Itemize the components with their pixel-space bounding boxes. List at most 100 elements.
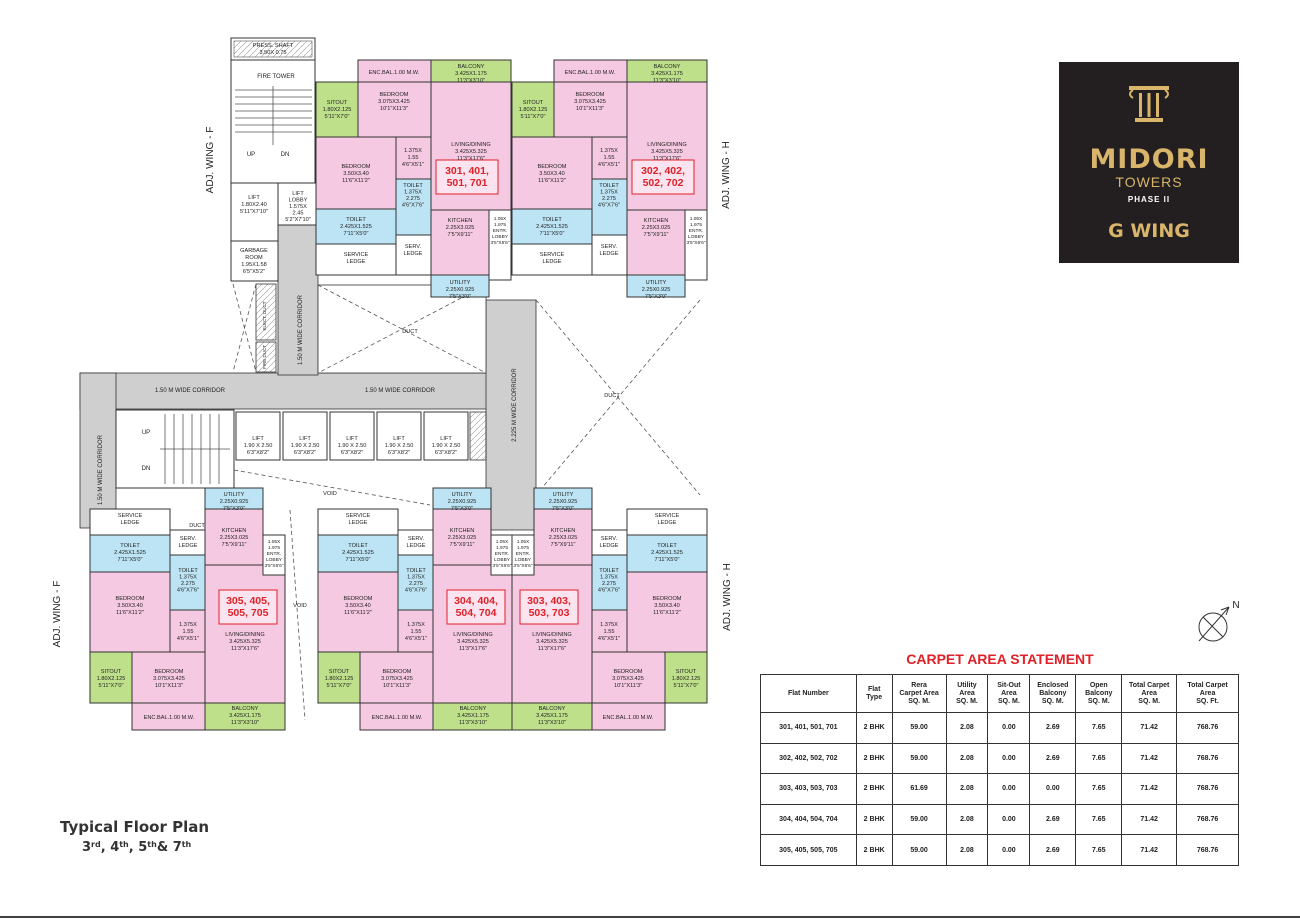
table-cell: 2.69 (1029, 742, 1077, 775)
stair-up-label: UP (142, 430, 150, 436)
table-header-cell: Flat Number (760, 674, 857, 713)
table-cell: 2.69 (1029, 712, 1077, 744)
bedroom-2 (317, 571, 399, 653)
table-cell: 301, 401, 501, 701 (760, 712, 857, 744)
table-cell: 768.76 (1176, 803, 1239, 836)
table-cell: 304, 404, 504, 704 (760, 803, 857, 836)
table-cell: 59.00 (891, 742, 947, 775)
table-cell: 2.08 (945, 803, 989, 836)
corridor-label: 2.225 M WIDE CORRIDOR (512, 368, 518, 442)
serv-ledge (591, 529, 628, 556)
adj-wing-label: ADJ. WING - H (722, 563, 733, 631)
table-cell: 71.42 (1121, 834, 1178, 866)
stair-up-label: UP (247, 152, 255, 158)
table-cell: 61.69 (891, 773, 947, 805)
service-ledge (317, 508, 399, 536)
void-label: VOID (323, 491, 337, 497)
bedroom-2 (315, 136, 397, 210)
utility (626, 274, 686, 298)
adj-wing-label: ADJ. WING - F (205, 127, 216, 194)
corridor-left (79, 372, 117, 529)
serv-ledge-label: SERV.LEDGE (407, 536, 426, 549)
toilet-1 (395, 178, 432, 236)
entrance-lobby (262, 534, 286, 576)
serv-ledge (397, 529, 434, 556)
void-label: VOID (293, 603, 307, 609)
duct-cross (535, 299, 701, 496)
fire-duct-label: FIRE DUCT (262, 345, 267, 369)
table-cell: 2.08 (945, 834, 989, 866)
passage (397, 609, 434, 653)
table-cell: 2 BHK (855, 742, 893, 775)
table-cell: 71.42 (1121, 742, 1178, 775)
serv-ledge (591, 234, 628, 276)
utility (204, 487, 264, 510)
floor-ordinal-suffix: th (181, 840, 192, 849)
flat-number-label: 301, 401,501, 701 (445, 165, 489, 189)
table-cell: 2 BHK (855, 803, 893, 836)
kitchen (430, 209, 490, 276)
table-cell: 2 BHK (855, 773, 893, 805)
adj-wing-label: ADJ. WING - F (52, 581, 63, 648)
adj-wing-label: ADJ. WING - H (721, 141, 732, 209)
lift-car (235, 411, 281, 461)
void-line (232, 283, 257, 373)
corridor-center (485, 299, 537, 531)
logo-phase: PHASE II (1127, 195, 1171, 204)
fire-tower-label: FIRE TOWER (257, 74, 295, 80)
utility (430, 274, 490, 298)
table-cell: 0.00 (987, 803, 1031, 836)
lift-car (329, 411, 375, 461)
table-cell: 71.42 (1121, 773, 1178, 805)
flat-number-box (631, 159, 695, 195)
flat-number-label: 302, 402,502, 702 (641, 165, 685, 189)
flat-number-box (519, 589, 579, 625)
flat-number-label: 303, 403,503, 703 (527, 595, 571, 619)
plan-floors: 3rd, 4th, 5th& 7th (82, 840, 192, 855)
press-shaft-hatch (233, 40, 313, 58)
garbage-room (230, 240, 279, 282)
flat-number-box (218, 589, 278, 625)
table-cell: 2.08 (945, 773, 989, 805)
sitout (511, 81, 555, 138)
serv-ledge-label: SERV.LEDGE (600, 536, 619, 549)
table-cell: 2.08 (945, 742, 989, 775)
